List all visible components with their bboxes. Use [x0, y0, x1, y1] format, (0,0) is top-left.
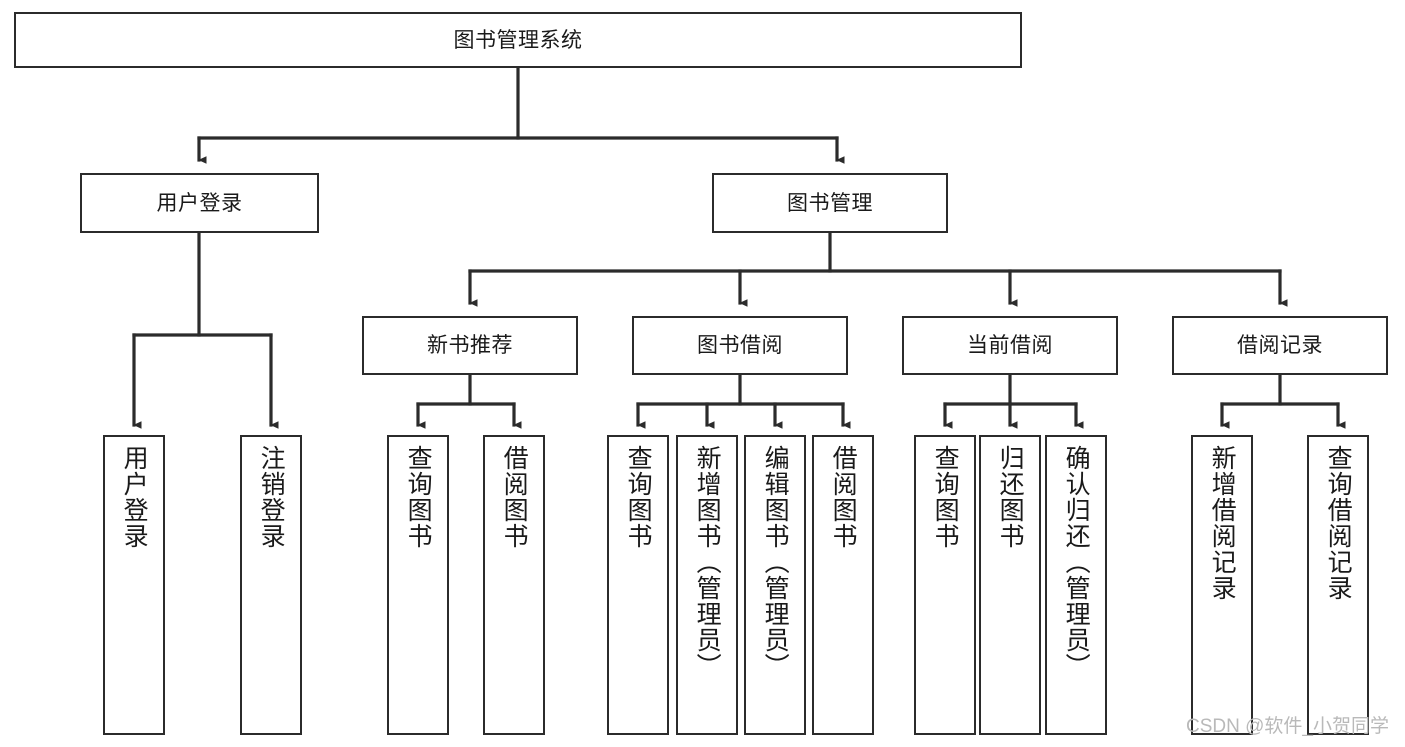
leaf-record-query[interactable]: 查询借阅记录: [1307, 435, 1369, 735]
leaf-borrow-borrow-book-label: 借阅图书: [829, 445, 859, 549]
node-user-login[interactable]: 用户登录: [80, 173, 319, 233]
node-user-login-label: 用户登录: [156, 190, 243, 215]
leaf-recommend-borrow-book[interactable]: 借阅图书: [483, 435, 545, 735]
leaf-record-add[interactable]: 新增借阅记录: [1191, 435, 1253, 735]
leaf-current-return-book[interactable]: 归还图书: [979, 435, 1041, 735]
leaf-borrow-borrow-book[interactable]: 借阅图书: [812, 435, 874, 735]
node-borrow-record[interactable]: 借阅记录: [1172, 316, 1388, 375]
leaf-user-login-label: 用户登录: [120, 445, 150, 549]
node-root[interactable]: 图书管理系统: [14, 12, 1022, 68]
leaf-record-query-label: 查询借阅记录: [1324, 445, 1354, 601]
node-current-borrow-label: 当前借阅: [967, 333, 1053, 358]
leaf-current-confirm-return-label: 确认归还（管理员）: [1062, 445, 1092, 679]
leaf-record-add-label: 新增借阅记录: [1208, 445, 1238, 601]
leaf-logout-label: 注销登录: [257, 445, 287, 549]
leaf-borrow-query-book[interactable]: 查询图书: [607, 435, 669, 735]
csdn-watermark: CSDN @软件_小贺同学: [1186, 716, 1389, 737]
leaf-borrow-edit-book[interactable]: 编辑图书（管理员）: [744, 435, 806, 735]
node-new-book-recommend-label: 新书推荐: [427, 333, 513, 358]
leaf-current-query-book[interactable]: 查询图书: [914, 435, 976, 735]
leaf-borrow-query-book-label: 查询图书: [624, 445, 654, 549]
node-new-book-recommend[interactable]: 新书推荐: [362, 316, 578, 375]
leaf-logout[interactable]: 注销登录: [240, 435, 302, 735]
leaf-borrow-add-book[interactable]: 新增图书（管理员）: [676, 435, 738, 735]
leaf-recommend-query-book[interactable]: 查询图书: [387, 435, 449, 735]
node-root-label: 图书管理系统: [453, 27, 583, 52]
node-book-management-label: 图书管理: [787, 190, 873, 215]
node-current-borrow[interactable]: 当前借阅: [902, 316, 1118, 375]
leaf-recommend-query-book-label: 查询图书: [404, 445, 434, 549]
node-borrow-record-label: 借阅记录: [1237, 333, 1323, 358]
node-book-management[interactable]: 图书管理: [712, 173, 948, 233]
node-book-borrow[interactable]: 图书借阅: [632, 316, 848, 375]
leaf-current-query-book-label: 查询图书: [931, 445, 961, 549]
leaf-recommend-borrow-book-label: 借阅图书: [500, 445, 530, 549]
leaf-borrow-add-book-label: 新增图书（管理员）: [693, 445, 723, 679]
leaf-user-login[interactable]: 用户登录: [103, 435, 165, 735]
leaf-borrow-edit-book-label: 编辑图书（管理员）: [761, 445, 791, 679]
node-book-borrow-label: 图书借阅: [697, 333, 783, 358]
leaf-current-confirm-return[interactable]: 确认归还（管理员）: [1045, 435, 1107, 735]
leaf-current-return-book-label: 归还图书: [996, 445, 1026, 549]
